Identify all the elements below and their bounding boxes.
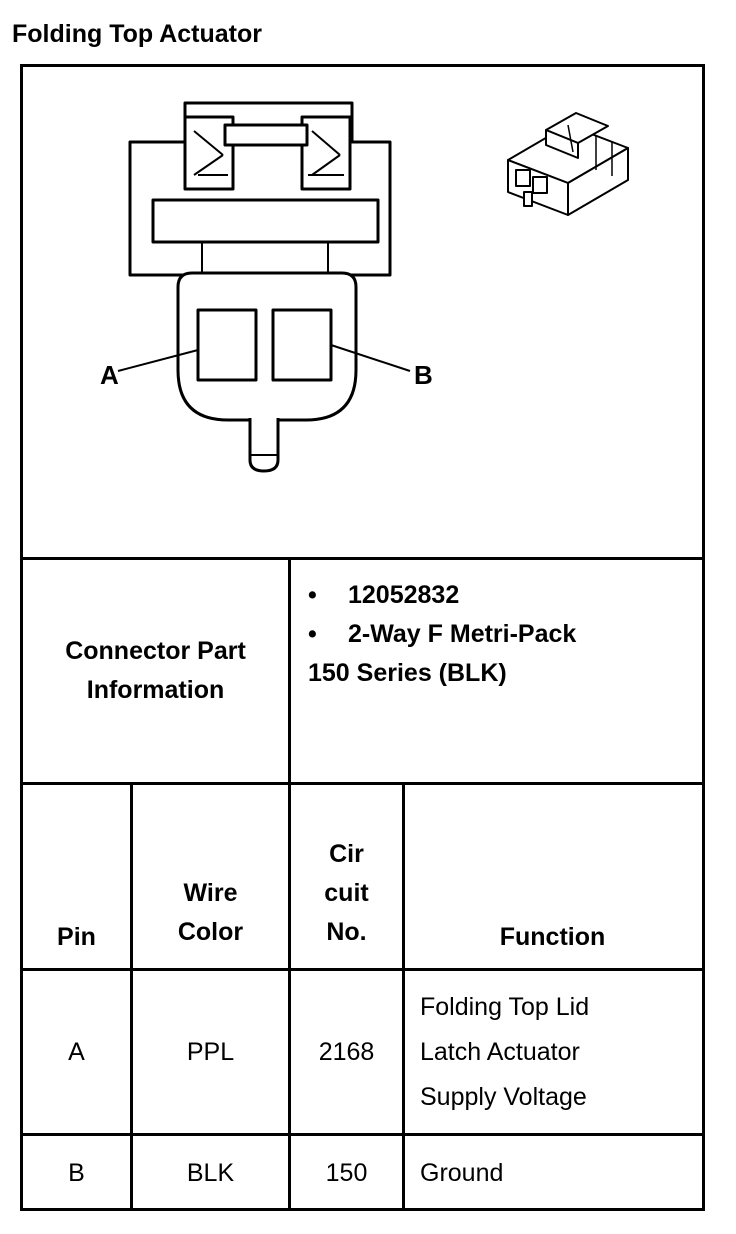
table-cell-circuit: 150 — [291, 1136, 402, 1211]
table-cell-pin: A — [23, 971, 130, 1133]
table-cell-function: Ground — [420, 1136, 700, 1211]
list-item: • 12052832 — [308, 576, 698, 615]
table-cell-pin: B — [23, 1136, 130, 1211]
header-pin: Pin — [23, 785, 130, 952]
row-a-function-line: Supply Voltage — [420, 1082, 587, 1111]
divider — [402, 782, 405, 1211]
table-cell-wire-color: BLK — [133, 1136, 288, 1211]
cavity-a — [196, 308, 258, 382]
key-post — [248, 418, 280, 473]
divider — [20, 968, 705, 971]
connector-table — [20, 64, 705, 1211]
divider — [288, 557, 291, 1211]
leader-b — [330, 344, 411, 372]
connector-series: 150 Series (BLK) — [308, 659, 507, 687]
part-number: 12052832 — [348, 581, 460, 609]
pin-b-label: B — [414, 360, 433, 390]
divider — [20, 557, 705, 560]
table-cell-circuit: 2168 — [291, 971, 402, 1133]
connector-face-diagram: A B — [100, 101, 433, 473]
header-circuit-no-text: Cir cuit No. — [324, 840, 369, 946]
latch-bar — [151, 198, 380, 244]
bullet-icon: • — [308, 620, 317, 648]
list-item: 150 Series (BLK) — [308, 654, 698, 693]
row-a-pin: A — [68, 1037, 85, 1066]
connector-info-details: • 12052832 • 2-Way F Metri-Pack 150 Series… — [308, 576, 698, 776]
connector-info-list: • 12052832 • 2-Way F Metri-Pack 150 Series… — [308, 576, 698, 693]
divider — [20, 1133, 705, 1136]
bullet-icon: • — [308, 581, 317, 609]
latch-tab — [223, 123, 309, 147]
header-wire-color: Wire Color — [133, 785, 288, 952]
row-a-circuit: 2168 — [318, 1037, 375, 1066]
page-title: Folding Top Actuator — [12, 20, 262, 48]
header-circuit-no: Cir cuit No. — [291, 785, 402, 952]
divider — [130, 782, 133, 1211]
header-wire-color-text: Wire Color — [177, 879, 244, 946]
row-b-wire-color: BLK — [186, 1159, 235, 1187]
header-function: Function — [405, 785, 700, 952]
connector-type: 2-Way F Metri-Pack — [348, 620, 577, 648]
cavity-b — [271, 308, 333, 382]
row-b-circuit: 150 — [325, 1159, 368, 1187]
latch-right-block — [300, 115, 352, 191]
table-cell-wire-color: PPL — [133, 971, 288, 1133]
row-b-pin: B — [68, 1159, 85, 1187]
row-b-function: Ground — [420, 1159, 504, 1187]
connector-thumbnail-icon — [507, 112, 629, 216]
leader-a — [117, 349, 199, 372]
connector-info-label: Connector Part Information — [23, 560, 288, 782]
pin-a-label: A — [100, 360, 119, 390]
row-a-wire-color: PPL — [186, 1037, 235, 1066]
row-a-function-line: Latch Actuator — [420, 1037, 580, 1066]
list-item: • 2-Way F Metri-Pack — [308, 615, 698, 654]
row-a-function-line: Folding Top Lid — [420, 992, 590, 1021]
divider — [20, 782, 705, 785]
table-cell-function: Folding Top Lid Latch Actuator Supply Vo… — [420, 971, 700, 1133]
connector-info-label-text: Connector Part Information — [65, 637, 246, 704]
header-pin-text: Pin — [57, 923, 96, 951]
header-function-text: Function — [499, 923, 606, 951]
